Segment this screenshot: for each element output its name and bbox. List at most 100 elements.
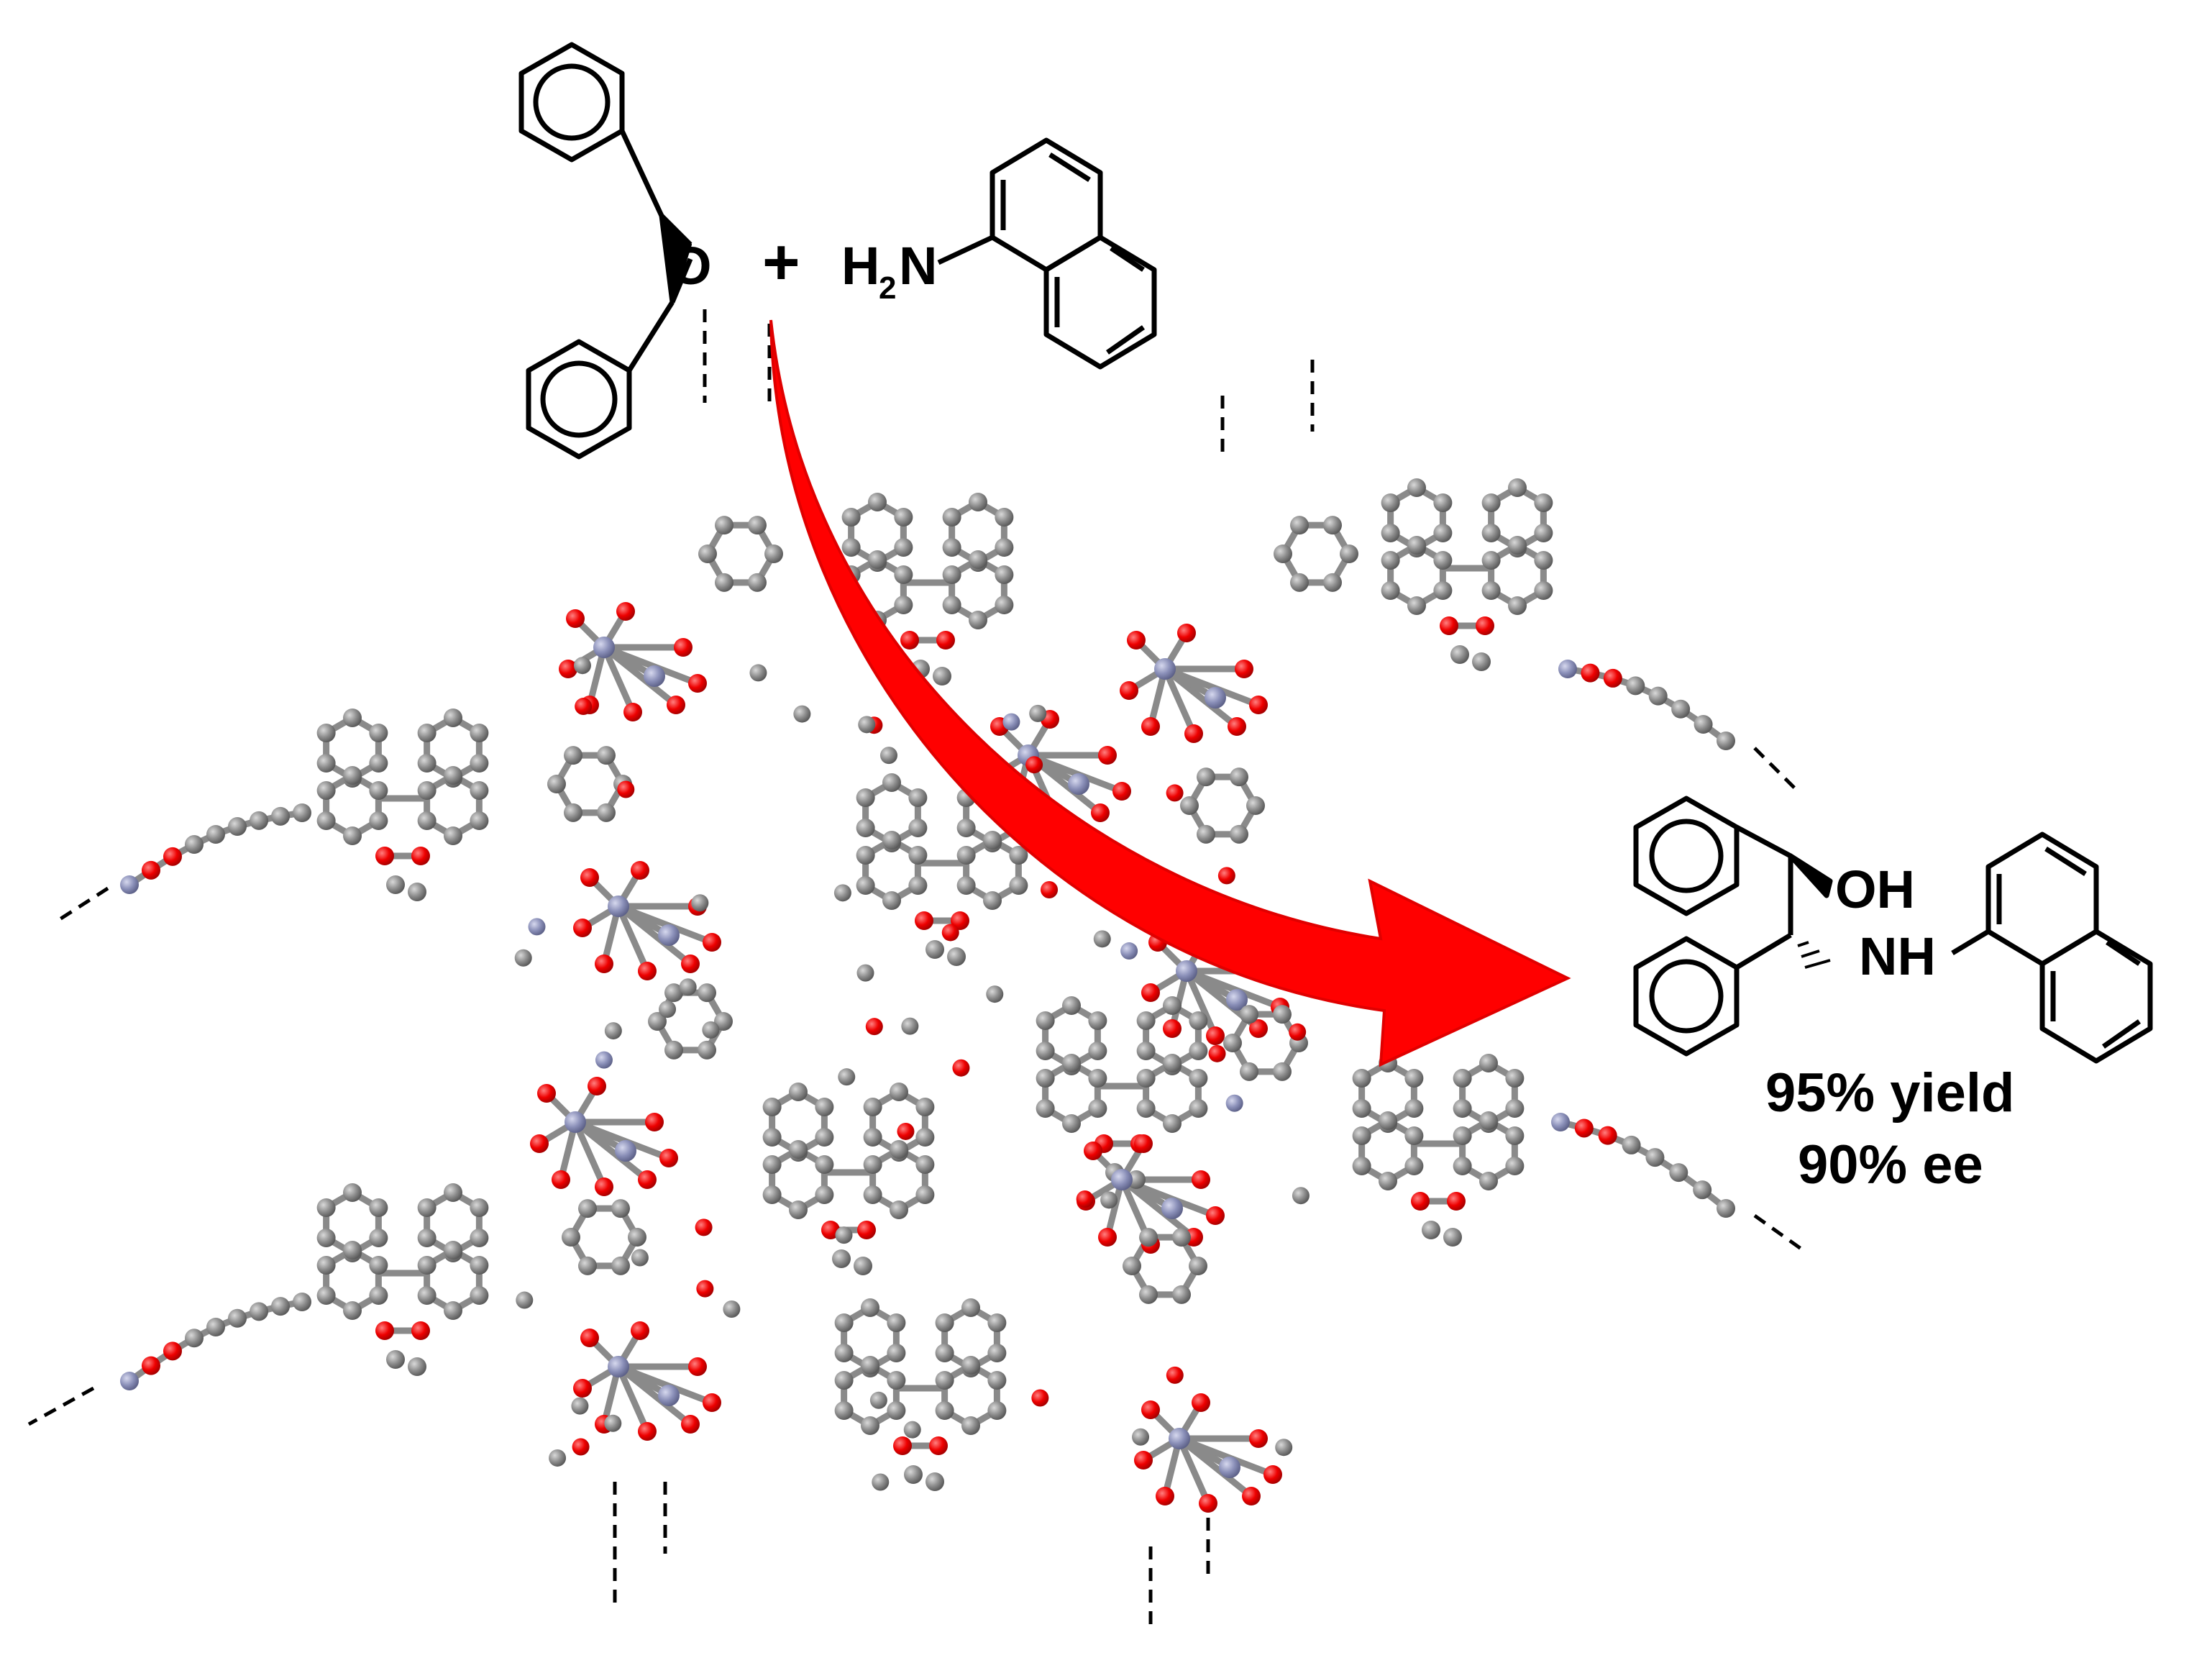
carbon-atom (470, 724, 489, 742)
carbon-atom (1404, 1099, 1424, 1118)
carbon-atom (935, 1313, 954, 1332)
oxygen-atom (573, 919, 592, 937)
carbon-atom (316, 1229, 336, 1247)
oxygen-atom (1098, 1228, 1117, 1247)
ee-text: 90% ee (1798, 1134, 1983, 1195)
carbon-atom (933, 667, 951, 685)
reaction-arrow (769, 319, 1571, 1067)
carbon-atom (1381, 581, 1400, 600)
carbon-atom (961, 1416, 980, 1435)
carbon-atom (444, 709, 462, 727)
oxygen-atom (575, 698, 593, 716)
carbon-atom (185, 1329, 204, 1348)
carbon-atom (890, 1083, 908, 1101)
carbon-atom (789, 1200, 808, 1219)
carbon-atom (1036, 1042, 1055, 1060)
carbon-atom (861, 1356, 879, 1375)
amine-nh-label: NH (1859, 926, 1936, 986)
carbon-atom (789, 1083, 808, 1101)
carbon-atom (470, 781, 489, 800)
carbon-atom (578, 1256, 597, 1275)
carbon-atom (1479, 1054, 1498, 1072)
metal-atom (608, 896, 629, 917)
carbon-atom (969, 550, 987, 569)
carbon-atom (1407, 596, 1426, 615)
metal-atom (120, 1372, 139, 1390)
carbon-atom (316, 754, 336, 773)
carbon-atom (343, 709, 362, 727)
carbon-atom (1189, 1257, 1207, 1275)
oxygen-atom (580, 1329, 599, 1347)
oxygen-atom (375, 847, 394, 865)
oxygen-atom (645, 1113, 664, 1131)
carbon-atom (903, 1421, 921, 1439)
carbon-atom (1189, 1069, 1208, 1088)
carbon-atom (417, 1256, 437, 1275)
carbon-atom (369, 724, 388, 742)
carbon-atom (631, 1249, 649, 1267)
carbon-atom (915, 1128, 935, 1147)
carbon-atom (995, 565, 1014, 584)
oxygen-atom (1112, 782, 1131, 801)
carbon-atom (1404, 1157, 1424, 1175)
carbon-atom (894, 596, 913, 614)
carbon-atom (271, 806, 290, 826)
carbon-atom (1479, 1111, 1498, 1130)
carbon-atom (762, 1098, 782, 1116)
carbon-atom (228, 817, 247, 837)
carbon-atom (1062, 1054, 1081, 1072)
carbon-atom (1189, 1011, 1208, 1030)
carbon-atom (578, 1199, 597, 1218)
carbon-atom (815, 1185, 834, 1204)
carbon-atom (1062, 1114, 1081, 1133)
carbon-atom (664, 1040, 683, 1060)
carbon-atom (1352, 1099, 1371, 1118)
carbon-atom (628, 1228, 646, 1247)
carbon-atom (659, 1001, 677, 1019)
carbon-atom (908, 788, 928, 807)
oxygen-atom (163, 847, 182, 866)
carbon-atom (564, 803, 582, 822)
carbon-atom (1136, 1011, 1156, 1030)
metal-atom (1169, 1428, 1190, 1449)
oxygen-atom (1076, 1190, 1094, 1208)
carbon-atom (762, 1128, 782, 1147)
carbon-atom (1717, 1199, 1735, 1218)
carbon-atom (869, 1391, 887, 1409)
carbon-atom (868, 493, 887, 511)
carbon-atom (571, 1397, 589, 1415)
carbon-atom (762, 1155, 782, 1174)
oxygen-atom (1574, 1118, 1594, 1138)
oxygen-atom (1228, 717, 1246, 736)
carbon-atom (316, 781, 336, 800)
hydroxyl-label: OH (1835, 860, 1915, 919)
carbon-atom (1433, 551, 1453, 570)
carbon-atom (316, 1198, 336, 1217)
carbon-atom (1100, 1191, 1118, 1209)
carbon-atom (854, 1257, 872, 1275)
carbon-atom (926, 1472, 944, 1491)
carbon-atom (1481, 551, 1501, 570)
oxygen-atom (595, 954, 613, 973)
carbon-atom (343, 826, 362, 845)
carbon-atom (444, 766, 462, 785)
carbon-atom (293, 1293, 311, 1311)
carbon-atom (983, 891, 1002, 910)
oxygen-atom (688, 674, 707, 693)
carbon-atom (1352, 1126, 1371, 1145)
carbon-atom (1230, 767, 1248, 787)
oxygen-atom (588, 1077, 606, 1095)
carbon-atom (1323, 516, 1342, 535)
carbon-atom (1453, 1069, 1472, 1088)
carbon-atom (1381, 551, 1400, 570)
carbon-atom (1240, 1062, 1258, 1081)
carbon-atom (1505, 1126, 1525, 1145)
metal-atom (1551, 1113, 1570, 1131)
carbon-atom (908, 846, 928, 865)
carbon-atom (834, 1371, 854, 1390)
carbon-atom (887, 1401, 906, 1420)
carbon-atom (1481, 493, 1501, 512)
oxygen-atom (936, 631, 955, 650)
carbon-atom (1422, 1221, 1440, 1239)
carbon-atom (185, 835, 204, 855)
